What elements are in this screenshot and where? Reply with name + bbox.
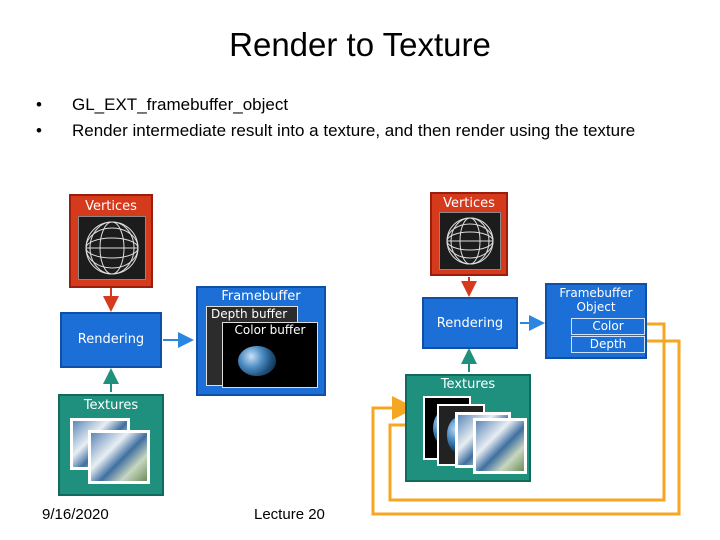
framebuffer-object-label: Framebuffer Object [559, 286, 633, 314]
wireframe-globe-icon [439, 212, 501, 270]
framebuffer-object-box: Framebuffer Object Color Depth [545, 283, 647, 359]
vertices-box-right: Vertices [430, 192, 508, 276]
color-attachment: Color [571, 318, 645, 335]
bullet-item: • Render intermediate result into a text… [34, 118, 674, 144]
depth-buffer-label: Depth buffer [211, 307, 288, 321]
vertices-label: Vertices [85, 199, 137, 214]
footer-date: 9/16/2020 [42, 506, 109, 523]
color-buffer-label: Color buffer [234, 323, 306, 337]
bullet-list: • GL_EXT_framebuffer_object • Render int… [34, 92, 674, 144]
textures-box-right: Textures [405, 374, 531, 482]
loop-color-to-textures [388, 322, 666, 502]
bullet-text: Render intermediate result into a textur… [72, 121, 636, 140]
depth-attachment-label: Depth [589, 337, 627, 351]
rendering-box: Rendering [60, 312, 162, 368]
footer-lecture: Lecture 20 [254, 506, 325, 523]
vertices-label-right: Vertices [443, 196, 495, 211]
slide-title: Render to Texture [229, 26, 491, 63]
depth-attachment: Depth [571, 336, 645, 353]
rendering-label: Rendering [77, 332, 145, 347]
color-buffer-panel: Color buffer [222, 322, 318, 388]
vertices-box: Vertices [69, 194, 153, 288]
wireframe-globe-icon [78, 216, 146, 280]
color-attachment-label: Color [592, 319, 624, 333]
earth-image [227, 337, 287, 385]
rendering-box-right: Rendering [422, 297, 518, 349]
bullet-dot: • [36, 95, 42, 114]
rendering-label-right: Rendering [436, 316, 504, 331]
bullet-text: GL_EXT_framebuffer_object [72, 95, 289, 114]
textures-label: Textures [83, 398, 139, 413]
framebuffer-label: Framebuffer [221, 289, 301, 304]
loop-depth-to-textures [371, 339, 681, 516]
textures-label-right: Textures [440, 377, 496, 392]
bullet-dot: • [36, 121, 42, 140]
textures-box: Textures [58, 394, 164, 496]
framebuffer-box: Framebuffer Depth buffer Color buffer [196, 286, 326, 396]
texture-image [473, 418, 527, 474]
bullet-item: • GL_EXT_framebuffer_object [34, 92, 674, 118]
texture-image [88, 430, 150, 484]
